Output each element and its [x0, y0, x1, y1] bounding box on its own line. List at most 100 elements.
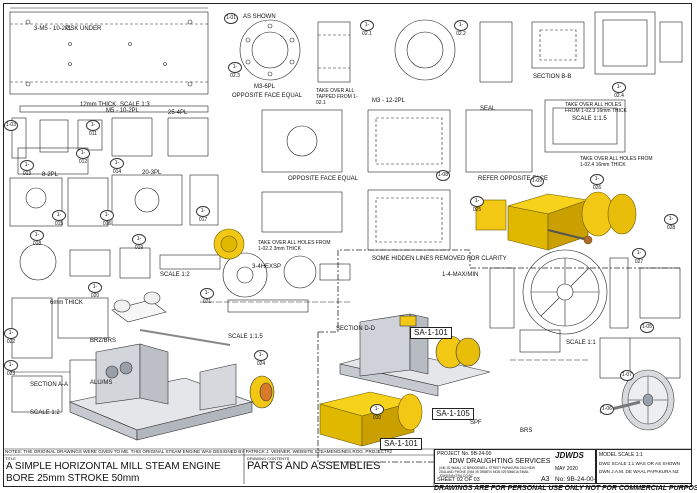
view-label: 8-2PL: [42, 172, 59, 178]
drawing-scale: DWG SCALE 1:1 WAS OR AS SHOWN: [599, 461, 681, 466]
view-label: SCALE 1:1.5: [228, 334, 263, 340]
part-callout: 1-06: [600, 404, 614, 415]
part-callout: 1-018: [30, 230, 44, 247]
view-label: SPF: [470, 420, 482, 426]
title-block-scale: MODEL SCALE 1:1 DWG SCALE 1:1 WAS OR AS …: [596, 449, 692, 484]
iso-flywheel: [599, 369, 675, 431]
base-plate-view: [9, 11, 209, 95]
view-label: TAKE OVER ALL HOLES FROM 1-02.4 16mm THI…: [580, 156, 653, 168]
part-callout: 1-016: [100, 210, 114, 227]
view-label: SCALE 1:2: [160, 272, 190, 278]
model-scale: MODEL SCALE 1:1: [599, 452, 643, 458]
subassembly-tag: SA-1-105: [432, 408, 474, 420]
part-callout: 1-01: [224, 13, 238, 24]
subassembly-tag: SA-1-101: [380, 438, 422, 450]
view-label: 20-3PL: [142, 170, 162, 176]
part-callout: 1-02.1: [360, 20, 374, 37]
view-label: SCALE 1:1: [566, 340, 596, 346]
view-label: 12mm THICK: [80, 102, 117, 108]
company-logo: JDWDS: [555, 451, 584, 460]
part-callout: 1-09: [530, 176, 544, 187]
view-label: 6mm THICK: [50, 300, 83, 306]
view-label: BRS: [520, 428, 533, 434]
part-callout: 1-019: [132, 234, 146, 251]
iso-assembly-center: [339, 313, 491, 397]
part-callout: 1-020: [88, 282, 102, 299]
part-callout: 1-08: [436, 170, 450, 181]
sheet-border: [3, 3, 692, 487]
drawing-date: MAY 2020: [555, 466, 578, 472]
part-callout: 1-021: [200, 288, 214, 305]
part-callout: 1-028: [664, 214, 678, 231]
part-callout: 1-014: [110, 158, 124, 175]
title-block-company: PROJECT No. 9B-24-00 JDW DRAUGHTING SERV…: [434, 449, 616, 484]
view-label: SCALE 1:1.5: [572, 116, 607, 122]
iso-gland: [213, 228, 245, 260]
view-label: SCALE 1:3: [120, 102, 150, 108]
paper-size: A3: [541, 476, 550, 483]
view-label: 3-4HEXSP: [252, 264, 282, 270]
view-label: 25-4PL: [168, 110, 188, 116]
contents-caption: DRAWING CONTENTS: [247, 456, 290, 461]
part-callout: 1-010: [370, 404, 384, 421]
usage-disclaimer: DRAWINGS ARE FOR PERSONAL USE ONLY NOT F…: [434, 485, 697, 492]
company-name: JDW DRAUGHTING SERVICES: [449, 458, 551, 465]
project-number: PROJECT No. 9B-24-00: [437, 451, 492, 457]
flange-left: [239, 19, 301, 81]
view-label: SECTION A-A: [30, 382, 69, 388]
part-callout: 1-026: [590, 174, 604, 191]
part-callout: 1-017: [196, 206, 210, 223]
flywheel: [522, 249, 608, 335]
flange-right: [394, 19, 456, 81]
part-callout: 1-012: [76, 148, 90, 165]
sheet-number: SHEET 02 OF 03: [437, 477, 480, 483]
part-callout: 1-015: [52, 210, 66, 227]
part-callout: 1-03: [4, 120, 18, 131]
company-address: (4/M 1D WAAL) 1C BRIDGEWELL STREET PAPAK…: [439, 466, 535, 478]
part-callout: 1-013: [20, 160, 34, 177]
view-label: 3-M5 - 10-2PL: [34, 26, 73, 32]
drawing-notes: NOTES: THE ORIGINAL DRAWINGS WERE GIVEN …: [5, 449, 392, 454]
part-callout: 1-027: [632, 248, 646, 265]
view-label: CSK UNDER: [66, 26, 102, 32]
part-callout: 1-011: [86, 120, 100, 137]
part-callout: 1-023: [4, 360, 18, 377]
view-label: 1-4-MAX/MIN: [442, 272, 479, 278]
part-callout: 1-025: [470, 196, 484, 213]
part-callout: 1-022: [4, 328, 18, 345]
view-label: SEAL: [480, 106, 496, 112]
view-label: AS SHOWN: [243, 14, 276, 20]
part-callout: 1-02.4: [612, 82, 626, 99]
drawing-contents: PARTS AND ASSEMBLIES: [247, 460, 381, 472]
iso-cylinder-top-right: [475, 191, 637, 251]
view-label: TAKE OVER ALL HOLES FROM 1-02.2 3mm THIC…: [258, 240, 331, 252]
view-label: SOME HIDDEN LINES REMOVED FOR CLARITY: [372, 256, 507, 262]
flywheel-spokes: [531, 258, 599, 326]
part-callout: 1-02.2: [454, 20, 468, 37]
title-caption: TITLE: [5, 456, 16, 461]
view-label: SCALE 1:2: [30, 410, 60, 416]
view-label: TAKE OVER ALL HOLES FROM 1-02.3 16mm THI…: [565, 102, 627, 114]
view-label: M3 - 12-2PL: [372, 98, 406, 104]
part-callout: 1-05: [640, 322, 654, 333]
view-label: OPPOSITE FACE EQUAL: [232, 93, 303, 99]
part-callout: 1-024: [254, 350, 268, 367]
view-label: M3-6PL: [254, 84, 276, 90]
part-callout: 1-02.3: [228, 62, 242, 79]
view-label: BRZ/BRS: [90, 338, 117, 344]
view-label: TAKE OVER ALL TAPPED FROM 1-02.1: [316, 88, 358, 106]
drawn-by: DWN J.A.M. DE WAAL PAPAKURA NZ: [599, 469, 679, 474]
drawing-title: A SIMPLE HORIZONTAL MILL STEAM ENGINE: [6, 461, 221, 472]
subassembly-tag: SA-1-101: [410, 327, 452, 339]
view-label: SECTION D-D: [336, 326, 375, 332]
iso-assembly-left: [68, 291, 275, 441]
view-label: OPPOSITE FACE EQUAL: [288, 176, 359, 182]
view-label: REFER OPPOSITE FACE: [478, 176, 549, 182]
drawing-number: No: 9B-24-00-SHT02: [555, 476, 617, 483]
flange-left-holes: [245, 23, 295, 77]
view-label: M5 - 10-2PL: [106, 108, 140, 114]
drawing-subtitle: BORE 25mm STROKE 50mm: [6, 473, 140, 484]
part-callout: 1-07: [620, 370, 634, 381]
